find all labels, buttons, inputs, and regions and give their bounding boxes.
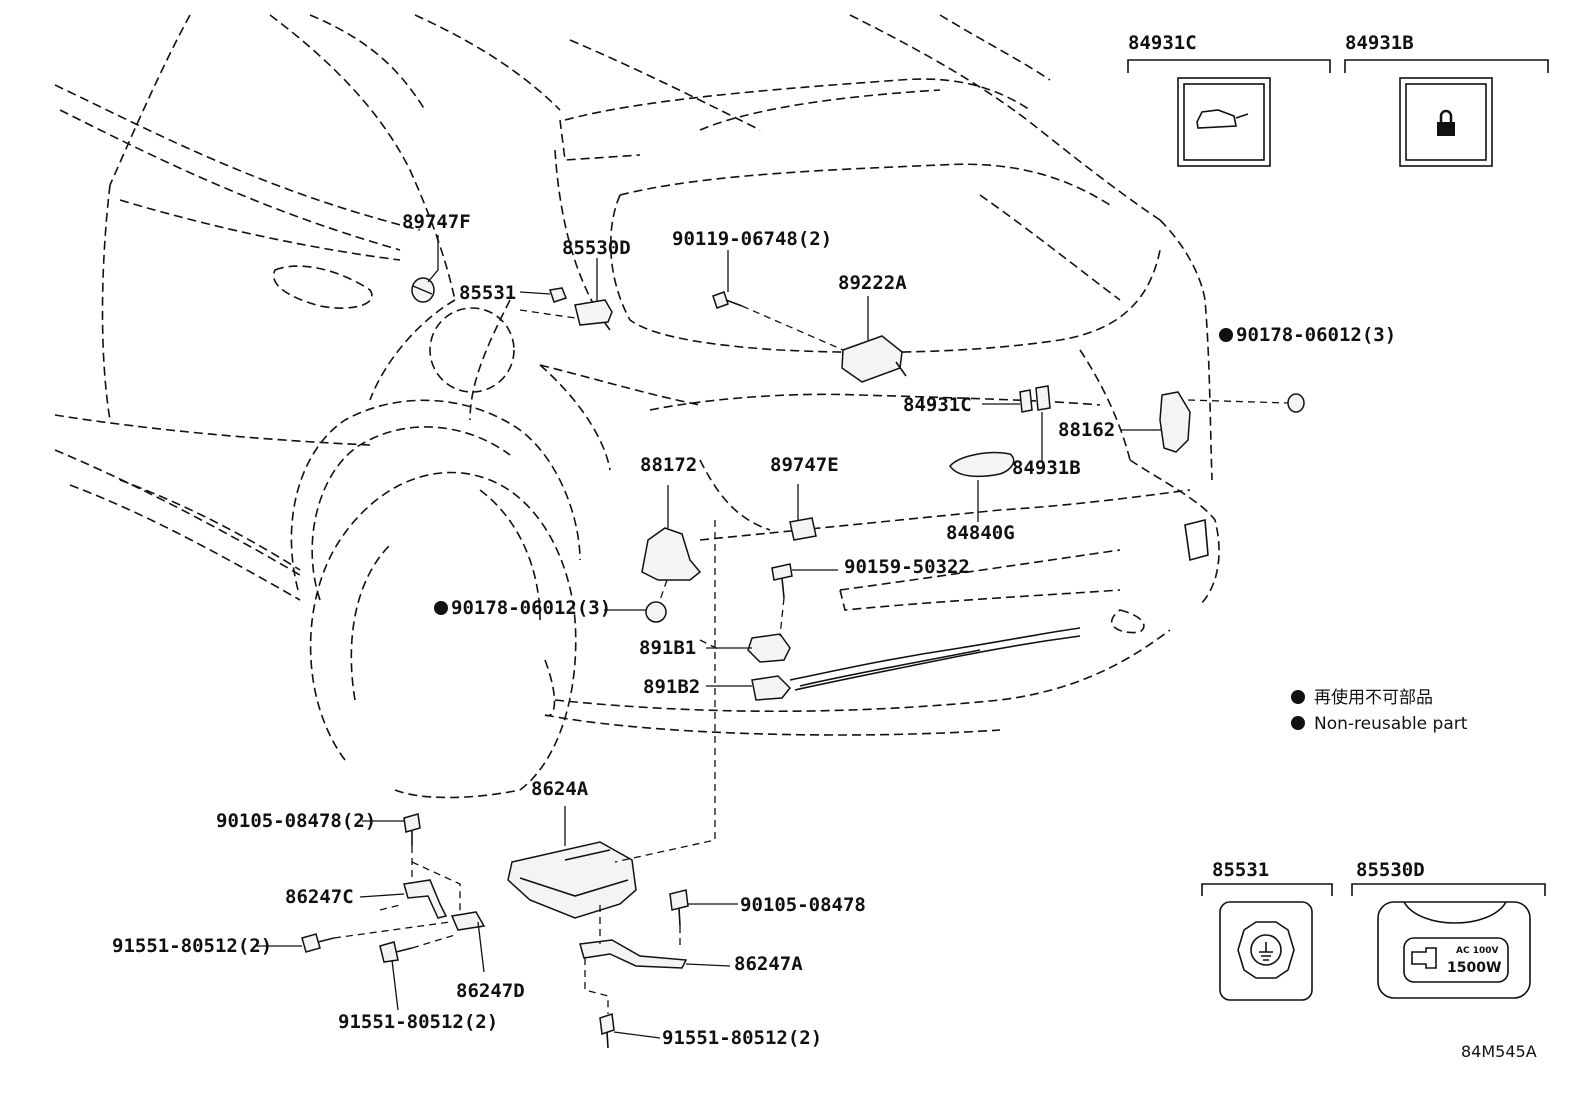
part-86247A-bracket	[579, 939, 688, 969]
part-labels: 89747F 85530D 85531 90119-06748(2) 89222…	[112, 211, 1396, 1049]
label-85530D: 85530D	[562, 237, 631, 259]
legend-bullet-1	[1291, 690, 1305, 704]
inset-84931B-title: 84931B	[1345, 32, 1414, 54]
inset-85531-title: 85531	[1212, 859, 1269, 881]
outlet-rating-voltage: AC 100V	[1456, 946, 1498, 956]
part-91551-bottom-bolt	[599, 1012, 615, 1049]
inset-85530D: 85530D AC 100V 1500W	[1351, 859, 1546, 999]
part-86247D-bracket	[450, 911, 486, 931]
label-91551-80512-bottom: 91551-80512(2)	[662, 1027, 822, 1049]
leader-lines	[256, 235, 1162, 1039]
inset-85531: 85531	[1201, 859, 1333, 1001]
ground-outlet-icon	[1237, 921, 1295, 979]
label-84840G: 84840G	[946, 522, 1015, 544]
label-84931B: 84931B	[1012, 457, 1081, 479]
ac-outlet-icon: AC 100V 1500W	[1403, 937, 1509, 983]
tailgate-vehicle-icon	[1196, 109, 1249, 129]
label-88162: 88162	[1058, 419, 1115, 441]
part-89747F-sensor	[411, 277, 435, 303]
part-84840G-switch	[949, 451, 1015, 478]
label-891B2: 891B2	[643, 676, 700, 698]
label-91551-80512-left: 91551-80512(2)	[112, 935, 272, 957]
part-8624A-ecu	[507, 841, 637, 919]
lock-icon	[1437, 109, 1455, 136]
vehicle-body-outline	[54, 14, 1220, 799]
part-91551-mid-bolt	[379, 941, 413, 963]
label-90159-50322: 90159-50322	[844, 556, 970, 578]
label-85531: 85531	[459, 282, 516, 304]
part-90159-screw	[771, 563, 793, 599]
part-891B1-bracket	[747, 633, 791, 663]
part-90119-bolt	[712, 291, 743, 309]
label-891B1: 891B1	[639, 637, 696, 659]
legend-bullet-2	[1291, 716, 1305, 730]
label-86247C: 86247C	[285, 886, 354, 908]
legend-english: Non-reusable part	[1314, 714, 1468, 734]
non-reusable-marker-90178-right	[1219, 328, 1233, 342]
connection-lines	[333, 305, 1289, 1014]
part-88162-sensor	[1159, 391, 1191, 453]
label-90105-08478-left: 90105-08478(2)	[216, 810, 376, 832]
part-85531-switch	[549, 287, 567, 303]
label-90105-08478-right: 90105-08478	[740, 894, 866, 916]
inset-84931B: 84931B	[1344, 32, 1549, 167]
part-891B2-harness	[751, 627, 1081, 701]
label-89222A: 89222A	[838, 272, 907, 294]
label-91551-80512-mid: 91551-80512(2)	[338, 1011, 498, 1033]
label-90178-06012-left: 90178-06012(3)	[451, 597, 611, 619]
inset-84931C: 84931C	[1127, 32, 1331, 167]
label-84931C: 84931C	[903, 394, 972, 416]
part-85530D-switch	[574, 299, 613, 326]
label-89747F: 89747F	[402, 211, 471, 233]
label-8624A: 8624A	[531, 778, 589, 800]
label-86247A: 86247A	[734, 953, 803, 975]
part-90105-right-bolt	[669, 889, 689, 927]
non-reusable-marker-90178-left	[434, 601, 448, 615]
legend-japanese: 再使用不可部品	[1314, 687, 1433, 708]
part-88172-sensor	[641, 527, 702, 581]
illustration-code: 84M545A	[1461, 1042, 1537, 1061]
part-84931C-switch	[1019, 385, 1051, 413]
part-89747E-sensor	[789, 517, 817, 541]
part-89222A-module	[841, 335, 907, 383]
outlet-rating-power: 1500W	[1447, 960, 1501, 976]
label-90178-06012-right: 90178-06012(3)	[1236, 324, 1396, 346]
part-91551-left-bolt	[301, 933, 335, 953]
inset-85530D-title: 85530D	[1356, 859, 1425, 881]
label-88172: 88172	[640, 454, 697, 476]
part-90178-right-nut	[1287, 393, 1305, 413]
legend: 再使用不可部品 Non-reusable part	[1291, 687, 1468, 734]
part-86247C-bracket	[403, 879, 448, 919]
inset-84931C-title: 84931C	[1128, 32, 1197, 54]
label-89747E: 89747E	[770, 454, 839, 476]
label-90119-06748: 90119-06748(2)	[672, 228, 832, 250]
label-86247D: 86247D	[456, 980, 525, 1002]
part-90105-left-bolt	[403, 813, 421, 846]
part-90178-left-nut	[645, 601, 667, 623]
